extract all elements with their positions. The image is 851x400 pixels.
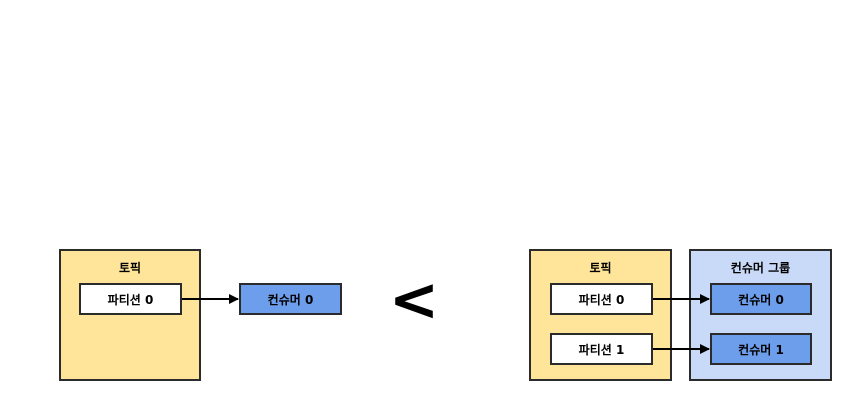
consumer-group-title: 컨슈머 그룹 [730,261,791,275]
right-partition-1: 파티션 1 [550,333,653,365]
right-partition-0: 파티션 0 [550,283,653,315]
left-consumer-0: 컨슈머 0 [239,283,342,315]
left-partition-0: 파티션 0 [79,283,182,315]
left-topic-title: 토픽 [118,261,142,275]
less-than-symbol: < [388,265,440,335]
left-topic-box: 토픽 [59,249,201,381]
right-topic-title: 토픽 [589,261,612,275]
right-consumer-0: 컨슈머 0 [710,283,812,315]
right-consumer-1: 컨슈머 1 [710,333,812,365]
